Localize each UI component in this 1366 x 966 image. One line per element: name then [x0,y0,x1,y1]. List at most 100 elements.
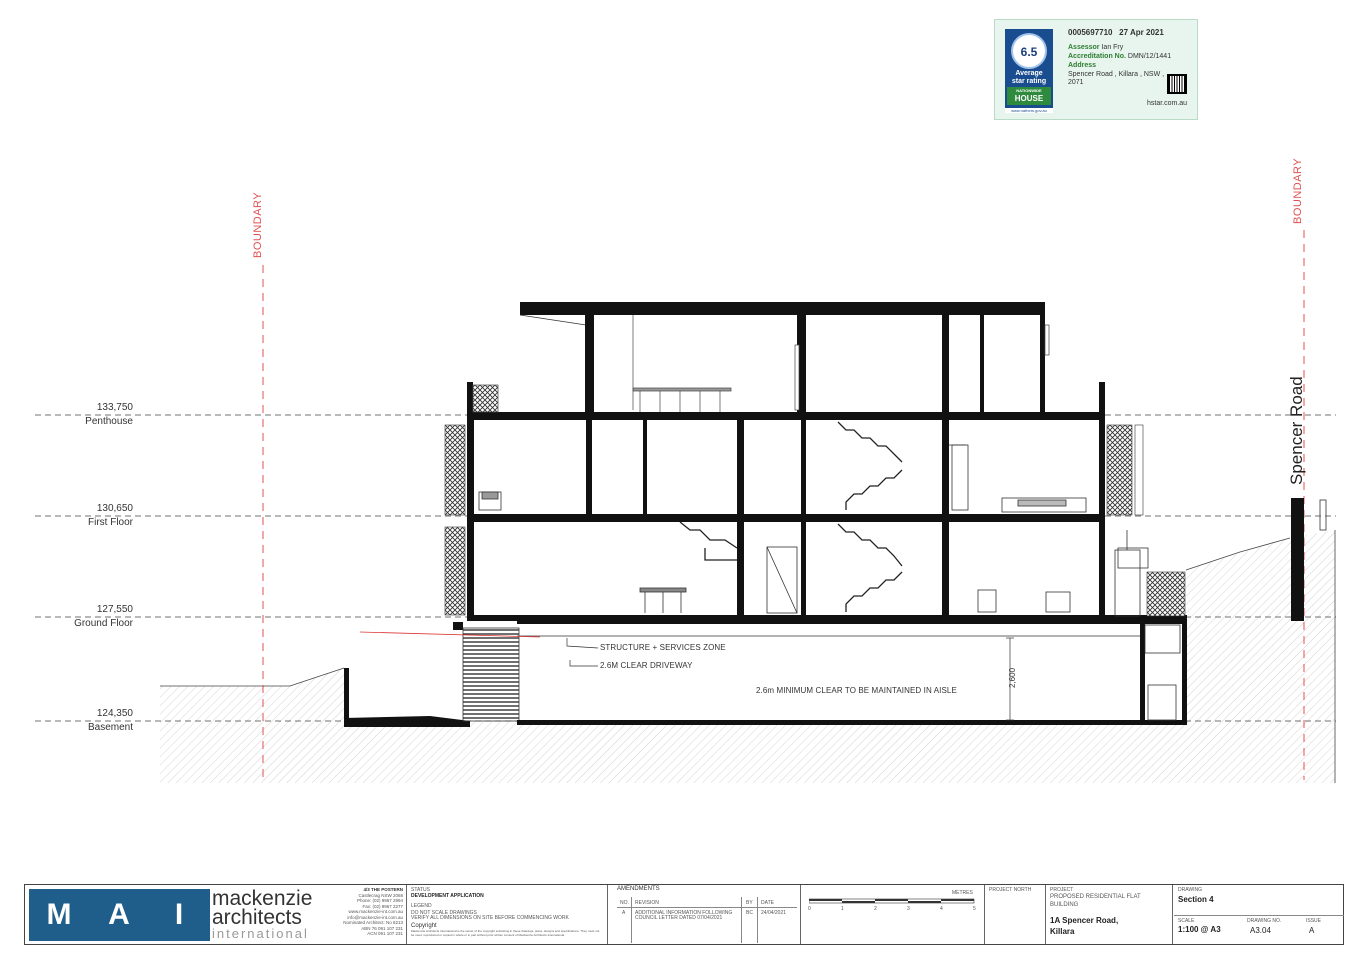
amend-row-by: BC [746,910,753,916]
issue-label: ISSUE [1306,918,1322,924]
legend-line-1: DO NOT SCALE DRAWINGS [411,910,477,916]
amend-row-date: 24/04/2021 [761,910,787,916]
scheme-line-2: HOUSE [1014,94,1044,103]
firm-address: 4/3 THE POSTERN Castlecrag NSW 2068 Phon… [335,885,406,937]
project-line-2: BUILDING [1050,902,1079,908]
address-line: Fax: (02) 9967 2277 [362,903,403,909]
basement [344,619,1187,727]
certificate-website: hstar.com.au [1147,100,1188,107]
drawing-cell: DRAWING Section 4 SCALE 1:100 @ A3 DRAWI… [1174,885,1344,944]
address-line: Nominated Architect: No 6213 [343,920,403,925]
level-name-first-floor: First Floor [88,517,133,528]
penthouse-details [472,315,1050,413]
project-label: PROJECT [1050,887,1074,893]
scale-label: SCALE [1178,918,1195,924]
amendments-label: AMENDMENTS [617,886,660,892]
amend-col-revision: REVISION [635,900,659,906]
project-line-1: PROPOSED RESIDENTIAL FLAT [1050,894,1141,900]
furniture [478,444,1149,617]
level-rl-ground-floor: 127,550 [96,604,133,615]
address-line-1: Spencer Road , Killara , NSW , [1068,71,1165,78]
firm-name-1: mackenzie [212,887,313,910]
amend-row-no: A [622,910,626,916]
stairs [679,421,903,612]
copyright-text: Mackenzie Architects International is th… [411,930,600,937]
scheme-line-1: NATIONWIDE [1016,88,1042,93]
accreditation-number: DMN/12/1441 [1127,53,1172,60]
mai-logo: M A I [29,889,210,941]
annotation-structure-zone: STRUCTURE + SERVICES ZONE [600,643,726,652]
street-label: Spencer Road [1287,376,1306,485]
accreditation-label: Accreditation No. [1068,53,1126,60]
scale-bar [809,898,975,904]
amend-col-no: No. [620,900,629,906]
project-cell: PROJECT PROPOSED RESIDENTIAL FLAT BUILDI… [1046,885,1173,944]
logo-letter-m: M [46,898,72,931]
status-label: STATUS [411,887,430,893]
amend-col-date: DATE [761,900,774,906]
annotation-aisle-clearance: 2.6m MINIMUM CLEAR TO BE MAINTAINED IN A… [756,686,957,695]
site-address-2: Killara [1050,927,1075,936]
issue-value: A [1309,926,1315,935]
boundary-label-left: BOUNDARY [252,191,264,258]
level-rl-basement: 124,350 [96,708,133,719]
level-rl-first-floor: 130,650 [96,503,133,514]
legend-line-2: VERIFY ALL DIMENSIONS ON SITE BEFORE COM… [411,915,569,921]
boundary-label-right: BOUNDARY [1292,157,1304,224]
rating-value: 6.5 [1011,33,1047,69]
amend-row-rev-1: ADDITIONAL INFORMATION FOLLOWING [635,910,733,916]
scale-tick-4: 4 [940,906,943,912]
address-line: ACN 091 107 231 [367,931,403,936]
address-line: Castlecrag NSW 2068 [358,892,403,898]
boundary-lines [262,230,1305,780]
drawing-no-value: A3.04 [1250,926,1271,935]
firm-address-cell: 4/3 THE POSTERN Castlecrag NSW 2068 Phon… [335,885,407,944]
address-label: Address [1068,62,1097,69]
firm-name-2: architects [212,906,302,929]
certificate-number: 0005697710 [1068,28,1113,37]
ground-hatch [160,530,1336,783]
logo-letter-i: I [174,898,184,931]
address-line-2: 2071 [1068,79,1084,86]
level-name-penthouse: Penthouse [85,416,133,427]
rating-label: Average star rating [1005,70,1053,86]
copyright-label: Copyright [411,923,437,929]
site-address-1: 1A Spencer Road, [1050,916,1119,925]
title-block: M A I mackenzie architects international… [24,884,1344,945]
legend-label: LEGEND [411,903,432,909]
status-cell: STATUS DEVELOPMENT APPLICATION LEGEND DO… [408,885,608,944]
drawing-title: Section 4 [1178,895,1214,904]
north-cell: PROJECT NORTH [986,885,1046,944]
scale-tick-2: 2 [874,906,877,912]
scale-tick-5: 5 [973,906,976,912]
amend-row-rev-2: COUNCIL LETTER DATED 07/04/2021 [635,915,723,921]
dimension-label: 2,600 [1008,667,1017,688]
drawing-label: DRAWING [1178,887,1202,893]
assessor-name: Ian Fry [1101,44,1124,51]
level-name-ground-floor: Ground Floor [74,618,133,629]
certificate-date: 27 Apr 2021 [1119,28,1164,37]
address-line: ABN 76 091 107 231 [361,925,403,931]
address-line: info@mackenzie-int.com.au [347,914,403,920]
star-rating-badge: 6.5 Average star rating NATIONWIDE HOUSE… [1005,29,1053,113]
status-value: DEVELOPMENT APPLICATION [411,893,484,899]
logo-letter-a: A [108,898,130,931]
scale-value: 1:100 @ A3 [1178,925,1221,934]
rating-label-line-1: Average [1015,70,1043,77]
scheme-logo: NATIONWIDE HOUSE [1007,87,1051,105]
address-line: 4/3 THE POSTERN [363,887,403,892]
nathers-certificate: 6.5 Average star rating NATIONWIDE HOUSE… [994,19,1198,120]
scale-tick-1: 1 [841,906,844,912]
address-line: www.mackenzie-int.com.au [348,909,403,914]
rating-label-line-2: star rating [1011,78,1047,85]
level-rl-penthouse: 133,750 [96,402,133,413]
road-wall [1291,498,1327,621]
scale-tick-0: 0 [808,906,811,912]
firm-name-3: international [212,926,309,941]
level-name-basement: Basement [87,722,133,733]
annotation-clear-driveway: 2.6M CLEAR DRIVEWAY [600,661,693,670]
amendments-cell: AMENDMENTS No. REVISION BY DATE A ADDITI… [614,885,801,944]
facade-screens [444,424,1186,617]
address-line: Phone: (02) 9967 2994 [356,898,403,903]
